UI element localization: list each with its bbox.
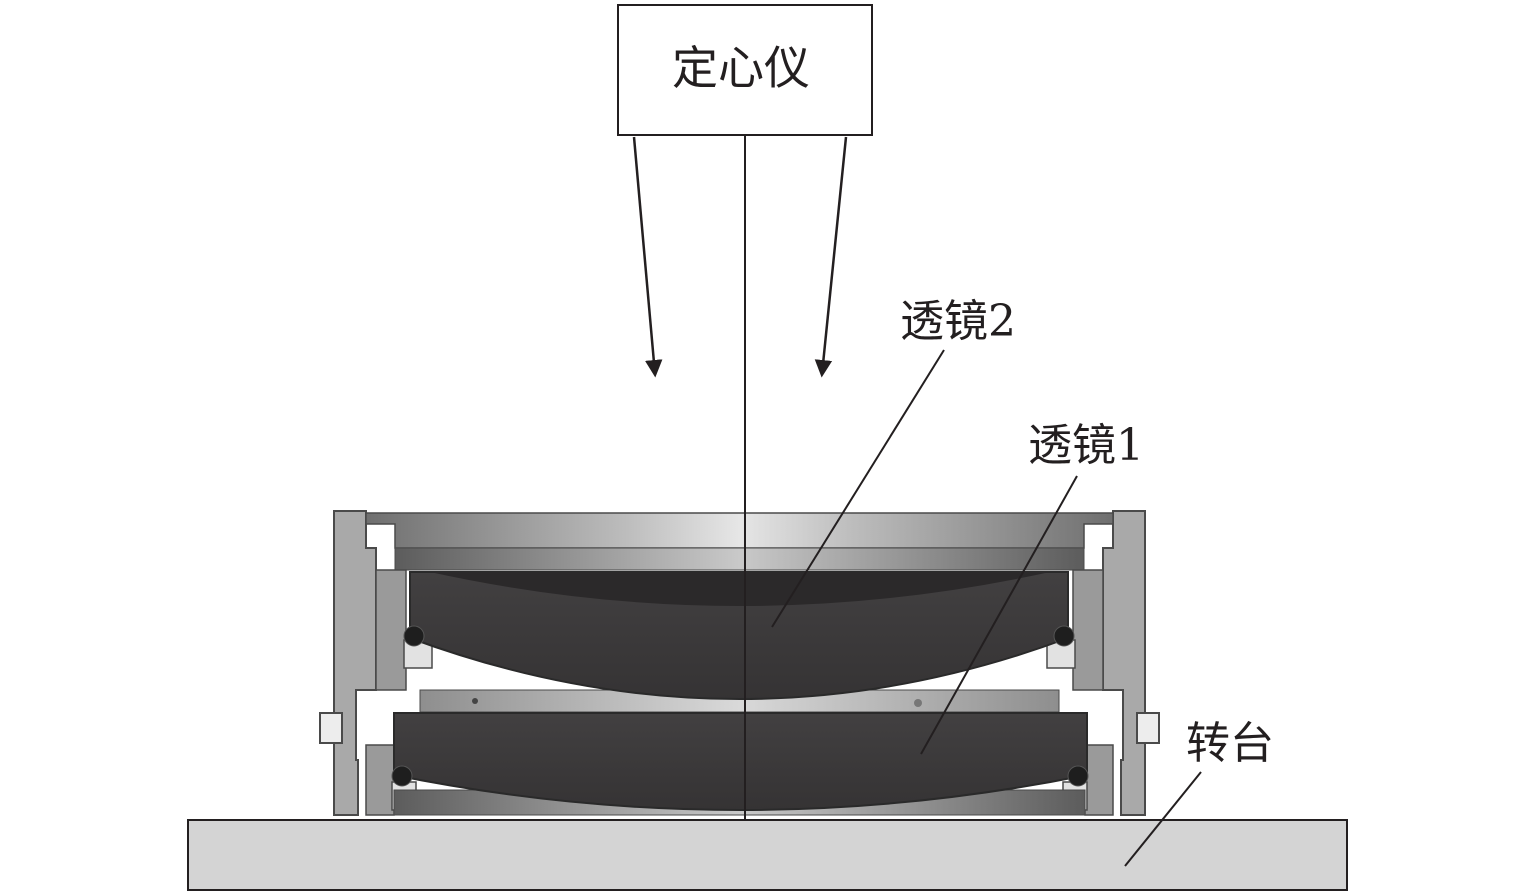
- lens-2-label: 透镜2: [900, 296, 1016, 347]
- turntable-leader-line: [1124, 771, 1202, 867]
- beam-arrow-right: [814, 136, 848, 378]
- beam-arrow-left: [632, 136, 663, 378]
- lens-1-leader-line: [920, 475, 1078, 755]
- lens-1-label: 透镜1: [1028, 420, 1144, 471]
- centering-instrument-label: 定心仪: [672, 41, 810, 95]
- turntable-platform: [187, 819, 1348, 891]
- lens-barrel: [319, 510, 1160, 816]
- turntable-label: 转台: [1186, 718, 1274, 769]
- lens-1-shape: [391, 712, 1089, 811]
- lens-2-shape: [403, 571, 1075, 700]
- lens-2-leader-line: [771, 349, 945, 628]
